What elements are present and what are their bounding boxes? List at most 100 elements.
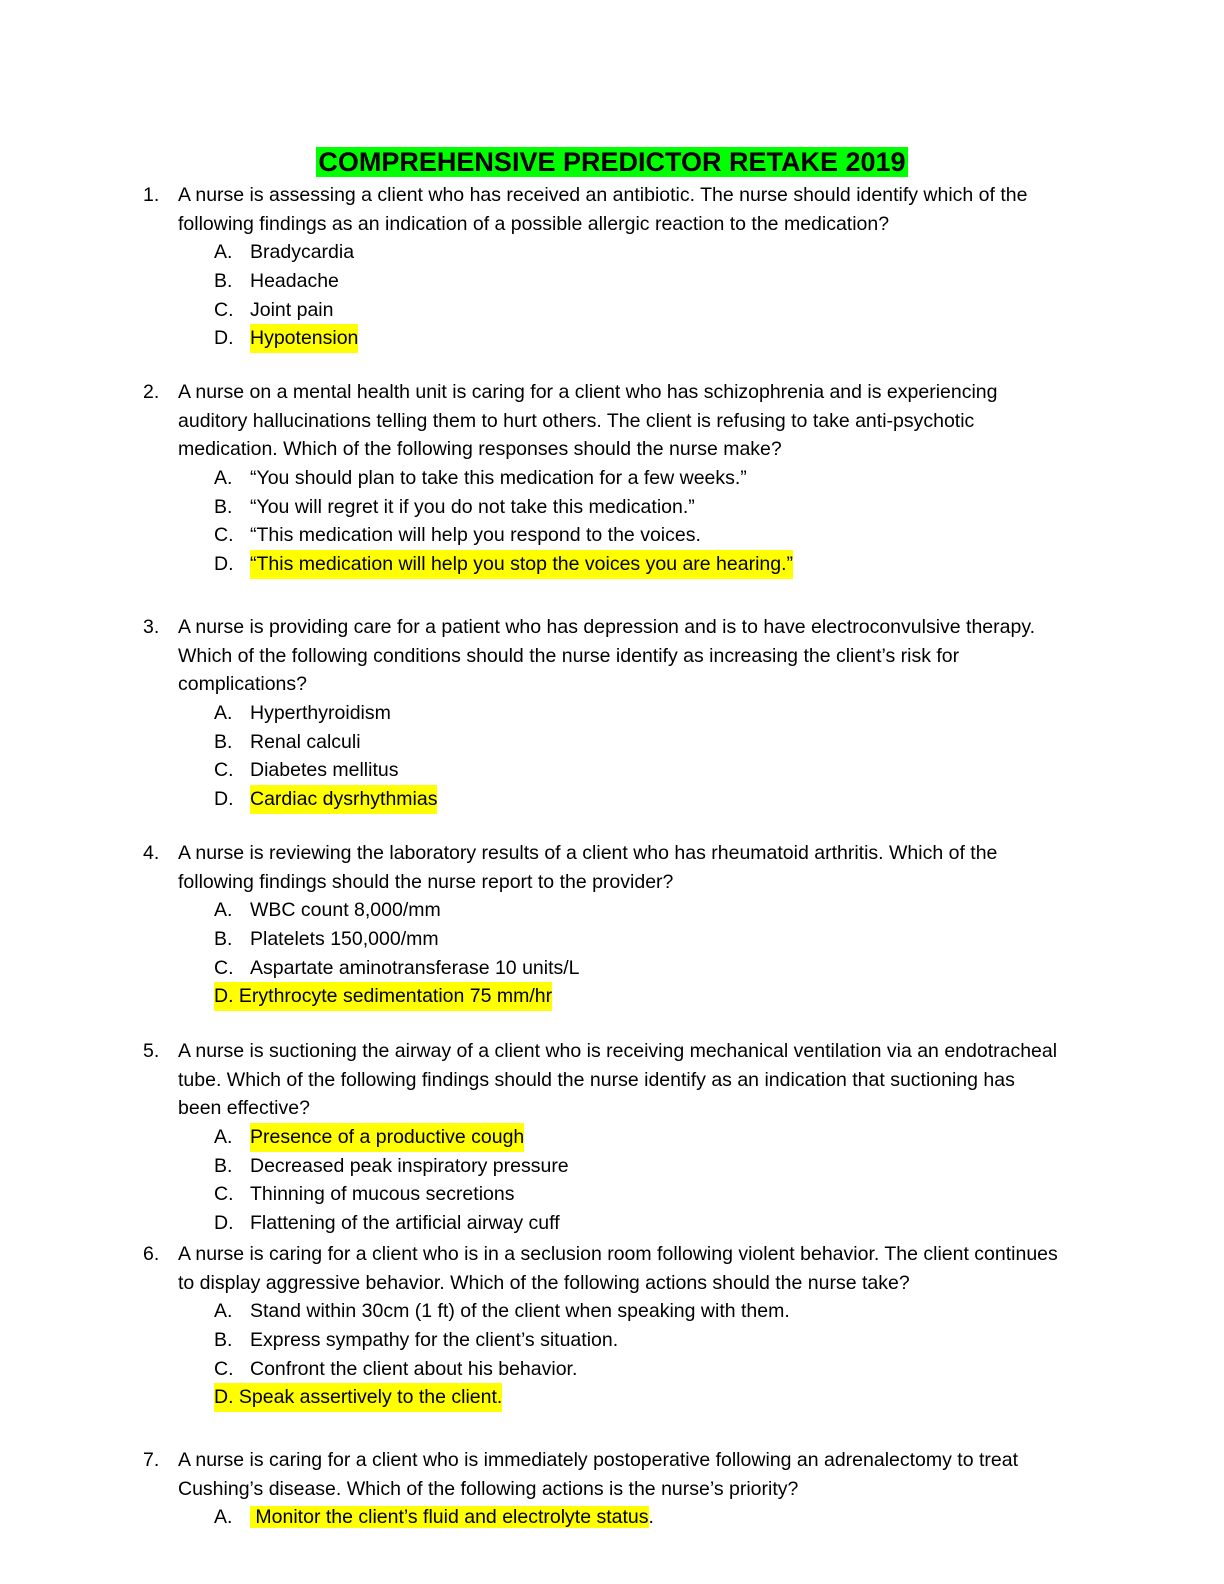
- question-6: 6. A nurse is caring for a client who is…: [0, 1240, 1224, 1413]
- option-text: WBC count 8,000/mm: [250, 899, 441, 922]
- question-text: A nurse on a mental health unit is carin…: [178, 381, 998, 461]
- highlighted-answer: Hypotension: [250, 324, 359, 354]
- highlighted-answer: D. Speak assertively to the client.: [214, 1383, 503, 1413]
- option-text: Renal calculi: [250, 730, 361, 753]
- option-letter: A.: [214, 467, 233, 490]
- question-7: 7. A nurse is caring for a client who is…: [0, 1446, 1224, 1532]
- option-letter: D.: [214, 788, 234, 811]
- question-text: A nurse is suctioning the airway of a cl…: [178, 1040, 1058, 1120]
- option-text: Diabetes mellitus: [250, 759, 399, 782]
- question-1: 1. A nurse is assessing a client who has…: [0, 181, 1224, 354]
- option-b: B. Renal calculi: [0, 728, 1224, 757]
- option-d-answer: D. Cardiac dysrhythmias: [0, 785, 1224, 814]
- option-letter: D.: [214, 1212, 234, 1235]
- option-c: C. Diabetes mellitus: [0, 756, 1224, 785]
- option-letter: A.: [214, 1300, 233, 1323]
- option-letter: A.: [214, 241, 233, 264]
- highlighted-answer: Presence of a productive cough: [250, 1123, 525, 1152]
- option-text-wrapper: Monitor the client’s fluid and electroly…: [250, 1503, 654, 1532]
- question-2: 2. A nurse on a mental health unit is ca…: [0, 378, 1224, 579]
- question-3: 3. A nurse is providing care for a patie…: [0, 613, 1224, 814]
- option-letter: D.: [214, 327, 234, 350]
- option-a-answer: A. Presence of a productive cough: [0, 1123, 1224, 1152]
- option-d-answer: D. Hypotension: [0, 324, 1224, 354]
- option-a: A. Stand within 30cm (1 ft) of the clien…: [0, 1297, 1224, 1326]
- option-text: “You should plan to take this medication…: [250, 467, 747, 490]
- question-number: 1.: [143, 184, 160, 206]
- option-b: B. “You will regret it if you do not tak…: [0, 493, 1224, 522]
- option-text: Aspartate aminotransferase 10 units/L: [250, 956, 580, 979]
- highlighted-answer: Cardiac dysrhythmias: [250, 785, 438, 814]
- option-c: C. Thinning of mucous secretions: [0, 1180, 1224, 1209]
- option-letter: C.: [214, 298, 234, 321]
- option-text: Stand within 30cm (1 ft) of the client w…: [250, 1300, 790, 1323]
- option-letter: C.: [214, 956, 234, 979]
- question-number: 3.: [143, 616, 160, 638]
- option-letter: D.: [214, 553, 234, 576]
- option-text: “This medication will help you respond t…: [250, 524, 701, 547]
- option-text: Decreased peak inspiratory pressure: [250, 1154, 569, 1177]
- option-b: B. Platelets 150,000/mm: [0, 925, 1224, 954]
- question-number: 7.: [143, 1449, 160, 1471]
- highlighted-answer: Monitor the client’s fluid and electroly…: [250, 1506, 649, 1529]
- option-letter: B.: [214, 928, 233, 951]
- option-letter: A.: [214, 1506, 233, 1529]
- option-letter: B.: [214, 495, 233, 518]
- question-text: A nurse is caring for a client who is im…: [178, 1449, 1019, 1500]
- option-d-answer: D. Erythrocyte sedimentation 75 mm/hr: [0, 982, 1224, 1012]
- option-d-answer: D. Speak assertively to the client.: [0, 1383, 1224, 1413]
- option-letter: B.: [214, 730, 233, 753]
- option-letter: A.: [214, 702, 233, 725]
- option-b: B. Express sympathy for the client’s sit…: [0, 1326, 1224, 1355]
- option-c: C. “This medication will help you respon…: [0, 521, 1224, 550]
- question-number: 6.: [143, 1243, 160, 1265]
- option-text: Express sympathy for the client’s situat…: [250, 1329, 619, 1352]
- question-text: A nurse is providing care for a patient …: [178, 616, 1036, 696]
- option-a: A. Bradycardia: [0, 238, 1224, 267]
- option-a: A. Hyperthyroidism: [0, 699, 1224, 728]
- option-text: Joint pain: [250, 298, 334, 321]
- option-letter: A.: [214, 1126, 233, 1149]
- option-letter: A.: [214, 899, 233, 922]
- document-title: COMPREHENSIVE PREDICTOR RETAKE 2019: [0, 143, 1224, 181]
- option-c: C. Aspartate aminotransferase 10 units/L: [0, 954, 1224, 983]
- option-b: B. Decreased peak inspiratory pressure: [0, 1152, 1224, 1181]
- question-number: 2.: [143, 381, 160, 403]
- question-number: 4.: [143, 842, 160, 864]
- option-c: C. Joint pain: [0, 296, 1224, 325]
- option-d: D. Flattening of the artificial airway c…: [0, 1209, 1224, 1238]
- question-stem: 6. A nurse is caring for a client who is…: [0, 1240, 1224, 1297]
- option-letter: C.: [214, 1357, 234, 1380]
- title-highlight: COMPREHENSIVE PREDICTOR RETAKE 2019: [316, 147, 908, 177]
- option-suffix: .: [648, 1506, 654, 1529]
- question-text: A nurse is assessing a client who has re…: [178, 184, 1028, 235]
- option-letter: B.: [214, 1329, 233, 1352]
- option-b: B. Headache: [0, 267, 1224, 296]
- question-text: A nurse is caring for a client who is in…: [178, 1243, 1058, 1294]
- option-letter: B.: [214, 270, 233, 293]
- option-letter: C.: [214, 759, 234, 782]
- question-stem: 4. A nurse is reviewing the laboratory r…: [0, 839, 1224, 896]
- question-stem: 3. A nurse is providing care for a patie…: [0, 613, 1224, 699]
- question-stem: 7. A nurse is caring for a client who is…: [0, 1446, 1224, 1503]
- option-d-answer: D. “This medication will help you stop t…: [0, 550, 1224, 579]
- option-letter: C.: [214, 524, 234, 547]
- question-stem: 1. A nurse is assessing a client who has…: [0, 181, 1224, 238]
- question-number: 5.: [143, 1040, 160, 1062]
- option-text: Thinning of mucous secretions: [250, 1183, 515, 1206]
- question-stem: 2. A nurse on a mental health unit is ca…: [0, 378, 1224, 464]
- option-a: A. “You should plan to take this medicat…: [0, 464, 1224, 493]
- option-text: Headache: [250, 270, 339, 293]
- option-text: “You will regret it if you do not take t…: [250, 495, 695, 518]
- highlighted-answer: “This medication will help you stop the …: [250, 550, 794, 579]
- option-text: Platelets 150,000/mm: [250, 928, 439, 951]
- option-letter: C.: [214, 1183, 234, 1206]
- question-text: A nurse is reviewing the laboratory resu…: [178, 842, 998, 893]
- option-text: Flattening of the artificial airway cuff: [250, 1212, 560, 1235]
- option-a-answer: A. Monitor the client’s fluid and electr…: [0, 1503, 1224, 1532]
- option-letter: B.: [214, 1154, 233, 1177]
- question-stem: 5. A nurse is suctioning the airway of a…: [0, 1037, 1224, 1123]
- option-text: Bradycardia: [250, 241, 355, 264]
- highlighted-answer: D. Erythrocyte sedimentation 75 mm/hr: [214, 982, 553, 1012]
